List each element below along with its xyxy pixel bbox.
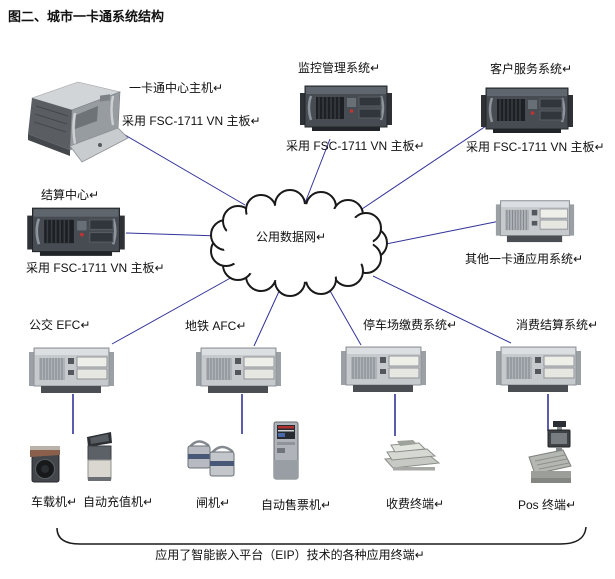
consume-settle-server-image xyxy=(496,343,581,393)
fee-terminal-label: 收费终端↵ xyxy=(386,497,445,511)
line-centerhost-cloud xyxy=(112,127,246,206)
line-cloud-consume xyxy=(372,275,512,344)
ticket-vending-machine-label: 自动售票机↵ xyxy=(261,498,332,512)
line-settlement-cloud xyxy=(125,232,221,237)
monitoring-server-image xyxy=(300,83,392,133)
line-otherapps-cloud xyxy=(380,220,501,246)
ticket-vending-machine-image xyxy=(270,420,302,482)
other-apps-label: 其他一卡通应用系统↵ xyxy=(465,252,584,266)
bus-efc-server-image xyxy=(29,344,114,394)
vehicle-machine-image xyxy=(27,442,63,488)
pos-terminal-image xyxy=(523,421,577,485)
bus-efc-label: 公交 EFC↵ xyxy=(29,318,91,332)
line-monitoring-cloud xyxy=(304,138,331,204)
line-cloud-metro xyxy=(253,286,282,347)
terminals-brace xyxy=(56,526,587,545)
parking-fee-server-image xyxy=(341,343,426,393)
recharge-machine-label: 自动充值机↵ xyxy=(83,495,154,509)
gate-machine-image xyxy=(184,436,240,478)
cloud-label: 公用数据网↵ xyxy=(255,230,327,244)
metro-afc-server-image xyxy=(196,344,281,394)
consume-settle-label: 消费结算系统↵ xyxy=(516,318,599,332)
gate-machine-label: 闸机↵ xyxy=(196,496,231,510)
settlement-server-image xyxy=(27,205,125,258)
metro-afc-label: 地铁 AFC↵ xyxy=(185,319,247,333)
settlement-board-label: 采用 FSC-1711 VN 主板↵ xyxy=(26,261,165,275)
monitoring-label: 监控管理系统↵ xyxy=(298,61,381,75)
center-host-label: 一卡通中心主机↵ xyxy=(129,81,224,95)
other-apps-server-image xyxy=(494,197,576,243)
monitoring-board-label: 采用 FSC-1711 VN 主板↵ xyxy=(286,139,425,153)
network-cloud xyxy=(210,189,388,297)
parking-fee-label: 停车场缴费系统↵ xyxy=(363,318,458,332)
customer-service-server-image xyxy=(481,85,573,135)
line-cloud-parking xyxy=(328,288,362,346)
vehicle-machine-label: 车载机↵ xyxy=(31,495,78,509)
customer-service-label: 客户服务系统↵ xyxy=(490,62,573,76)
pos-terminal-label: Pos 终端↵ xyxy=(518,498,577,512)
line-cloud-bus xyxy=(111,270,244,345)
center-host-board-label: 采用 FSC-1711 VN 主板↵ xyxy=(122,114,261,128)
diagram-title: 图二、城市一卡通系统结构 xyxy=(8,9,165,24)
customer-service-board-label: 采用 FSC-1711 VN 主板↵ xyxy=(466,140,605,154)
fee-terminal-image xyxy=(379,437,443,475)
recharge-machine-image xyxy=(84,429,114,483)
footer-caption: 应用了智能嵌入平台（EIP）技术的各种应用终端↵ xyxy=(155,548,425,562)
line-customer-cloud xyxy=(361,123,490,210)
center-host-tower-image xyxy=(12,76,130,168)
settlement-center-label: 结算中心↵ xyxy=(41,188,100,202)
